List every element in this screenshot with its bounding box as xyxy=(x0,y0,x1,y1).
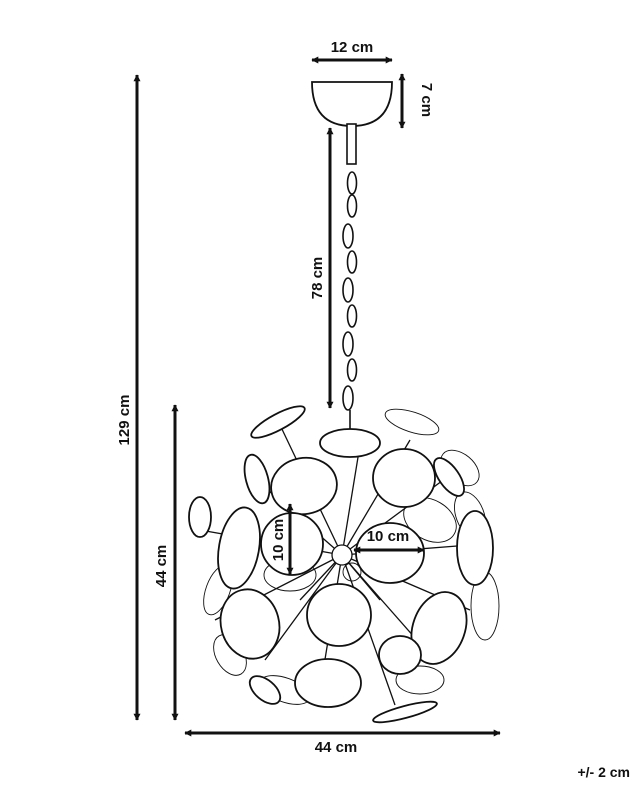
sphere-height-label: 44 cm xyxy=(153,545,170,588)
bulb xyxy=(342,562,362,582)
ceiling-canopy xyxy=(311,81,393,127)
front-discs xyxy=(188,405,494,724)
canopy-width-label: 12 cm xyxy=(331,39,374,56)
total-height-label: 129 cm xyxy=(116,395,133,446)
suspension-chain xyxy=(342,123,358,430)
center-hub xyxy=(331,544,353,566)
canopy-height-label: 7 cm xyxy=(418,83,435,117)
disc-width-label: 10 cm xyxy=(367,528,410,545)
disc-height-label: 10 cm xyxy=(270,519,287,562)
chain-length-label: 78 cm xyxy=(309,257,326,300)
sphere-width-label: 44 cm xyxy=(315,739,358,756)
tolerance-note: +/- 2 cm xyxy=(577,764,630,780)
